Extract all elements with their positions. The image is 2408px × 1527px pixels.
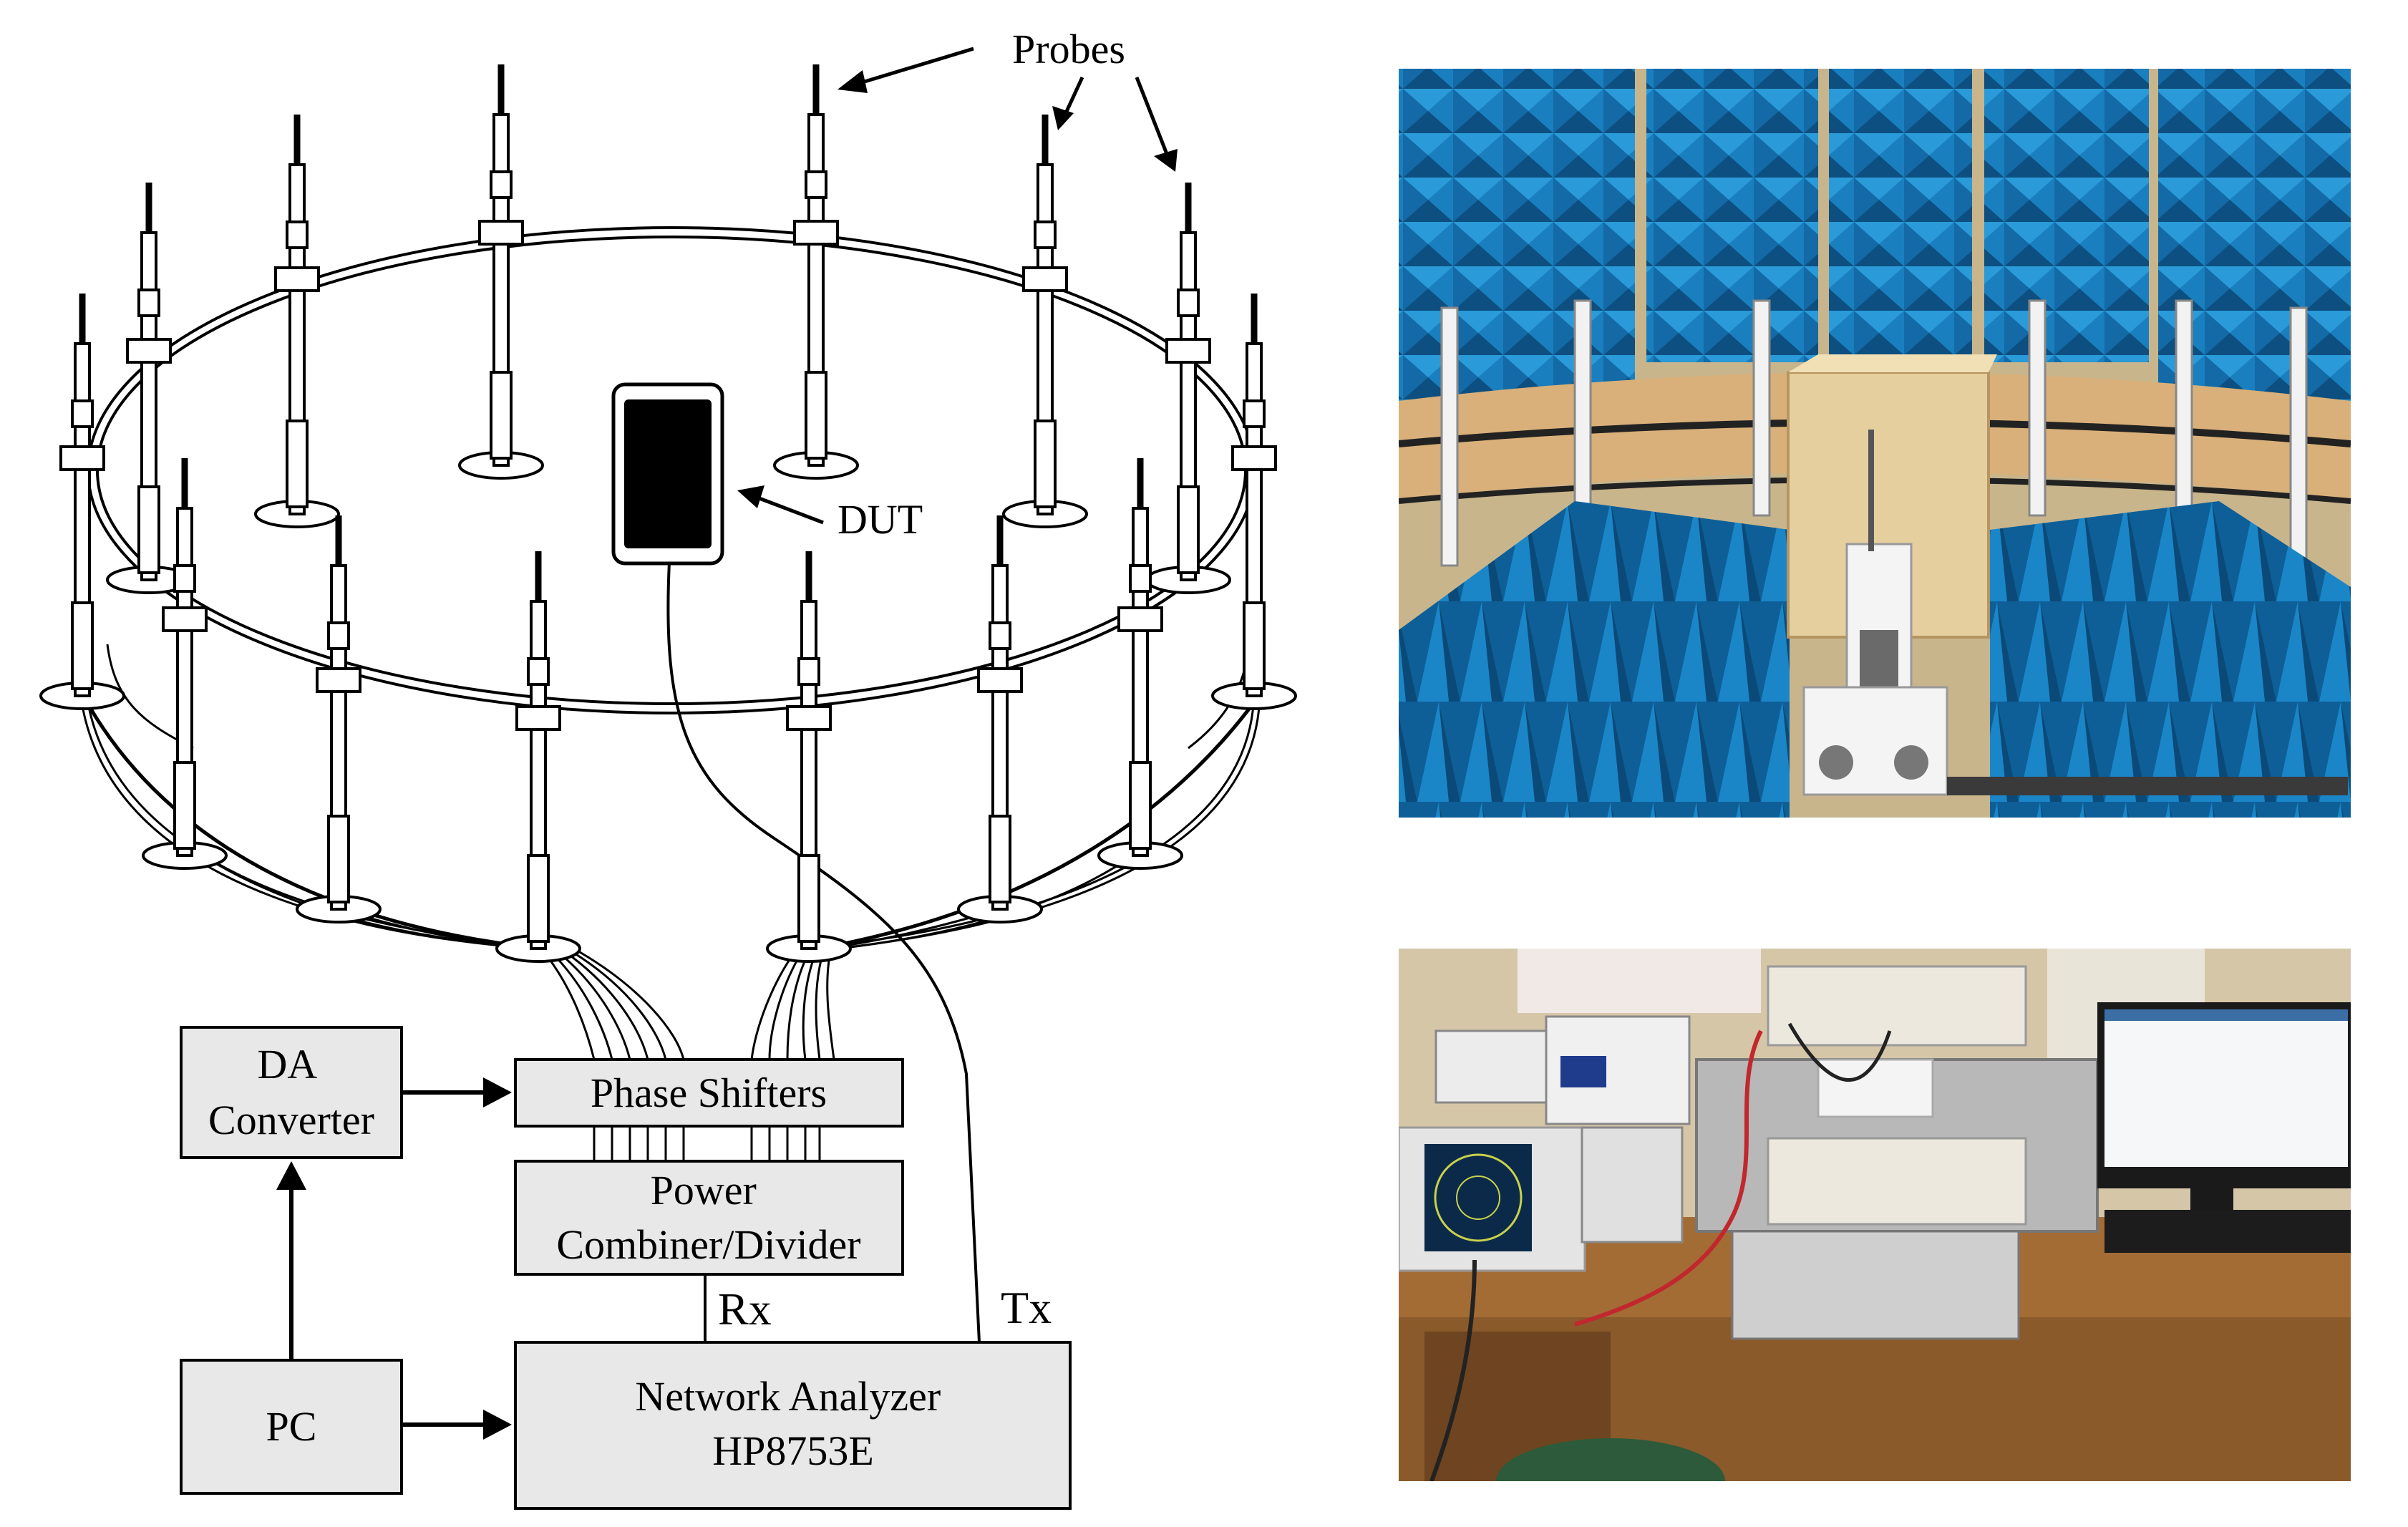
power-combiner-line1: Power — [651, 1167, 757, 1213]
probe — [254, 115, 340, 528]
network-analyzer-box — [514, 1341, 1072, 1510]
power-combiner-label: Power Combiner/Divider — [556, 1167, 860, 1268]
probe — [39, 294, 125, 710]
probe — [773, 64, 859, 480]
pc-label: PC — [266, 1403, 317, 1450]
block-diagram — [180, 1026, 1072, 1510]
feed-cables — [543, 561, 981, 1343]
probe — [1211, 294, 1297, 710]
probe — [106, 183, 192, 594]
network-analyzer-line1: Network Analyzer — [635, 1373, 941, 1420]
pc-box — [180, 1359, 403, 1495]
annotation-arrows — [737, 47, 1178, 525]
anechoic-chamber-photo — [1399, 69, 2351, 818]
da-converter-line2: Converter — [208, 1097, 374, 1143]
dut-label: DUT — [838, 496, 923, 543]
probe — [1145, 183, 1231, 594]
system-schematic: Probes DUT DA Converter Phase Shifters P… — [39, 26, 1297, 1510]
probe — [142, 458, 228, 870]
measurement-equipment-photo — [1399, 949, 2351, 1481]
network-analyzer-label: Network Analyzer HP8753E — [635, 1373, 951, 1474]
probe — [957, 515, 1043, 924]
probes-text: Probes — [1012, 26, 1125, 72]
da-converter-label: DA Converter — [208, 1041, 374, 1143]
probe — [296, 515, 382, 924]
probe-cables — [77, 644, 1262, 954]
network-analyzer-line2: HP8753E — [712, 1427, 874, 1474]
tx-label: Tx — [1001, 1282, 1052, 1333]
probe — [766, 551, 852, 963]
power-combiner-line2: Combiner/Divider — [556, 1221, 860, 1268]
phase-shifters-label: Phase Shifters — [591, 1070, 827, 1116]
da-converter-box — [180, 1026, 403, 1159]
phase-shifters-box — [514, 1058, 904, 1128]
probes-label: Probes — [1012, 26, 1125, 72]
probe — [495, 551, 581, 963]
da-converter-line1: DA — [257, 1041, 317, 1087]
probe-array — [39, 64, 1297, 963]
rx-label: Rx — [718, 1284, 772, 1334]
power-combiner-box — [514, 1160, 904, 1276]
dut-device — [611, 382, 724, 566]
probe — [1097, 458, 1183, 870]
probe — [1002, 115, 1088, 528]
probe — [458, 64, 544, 480]
